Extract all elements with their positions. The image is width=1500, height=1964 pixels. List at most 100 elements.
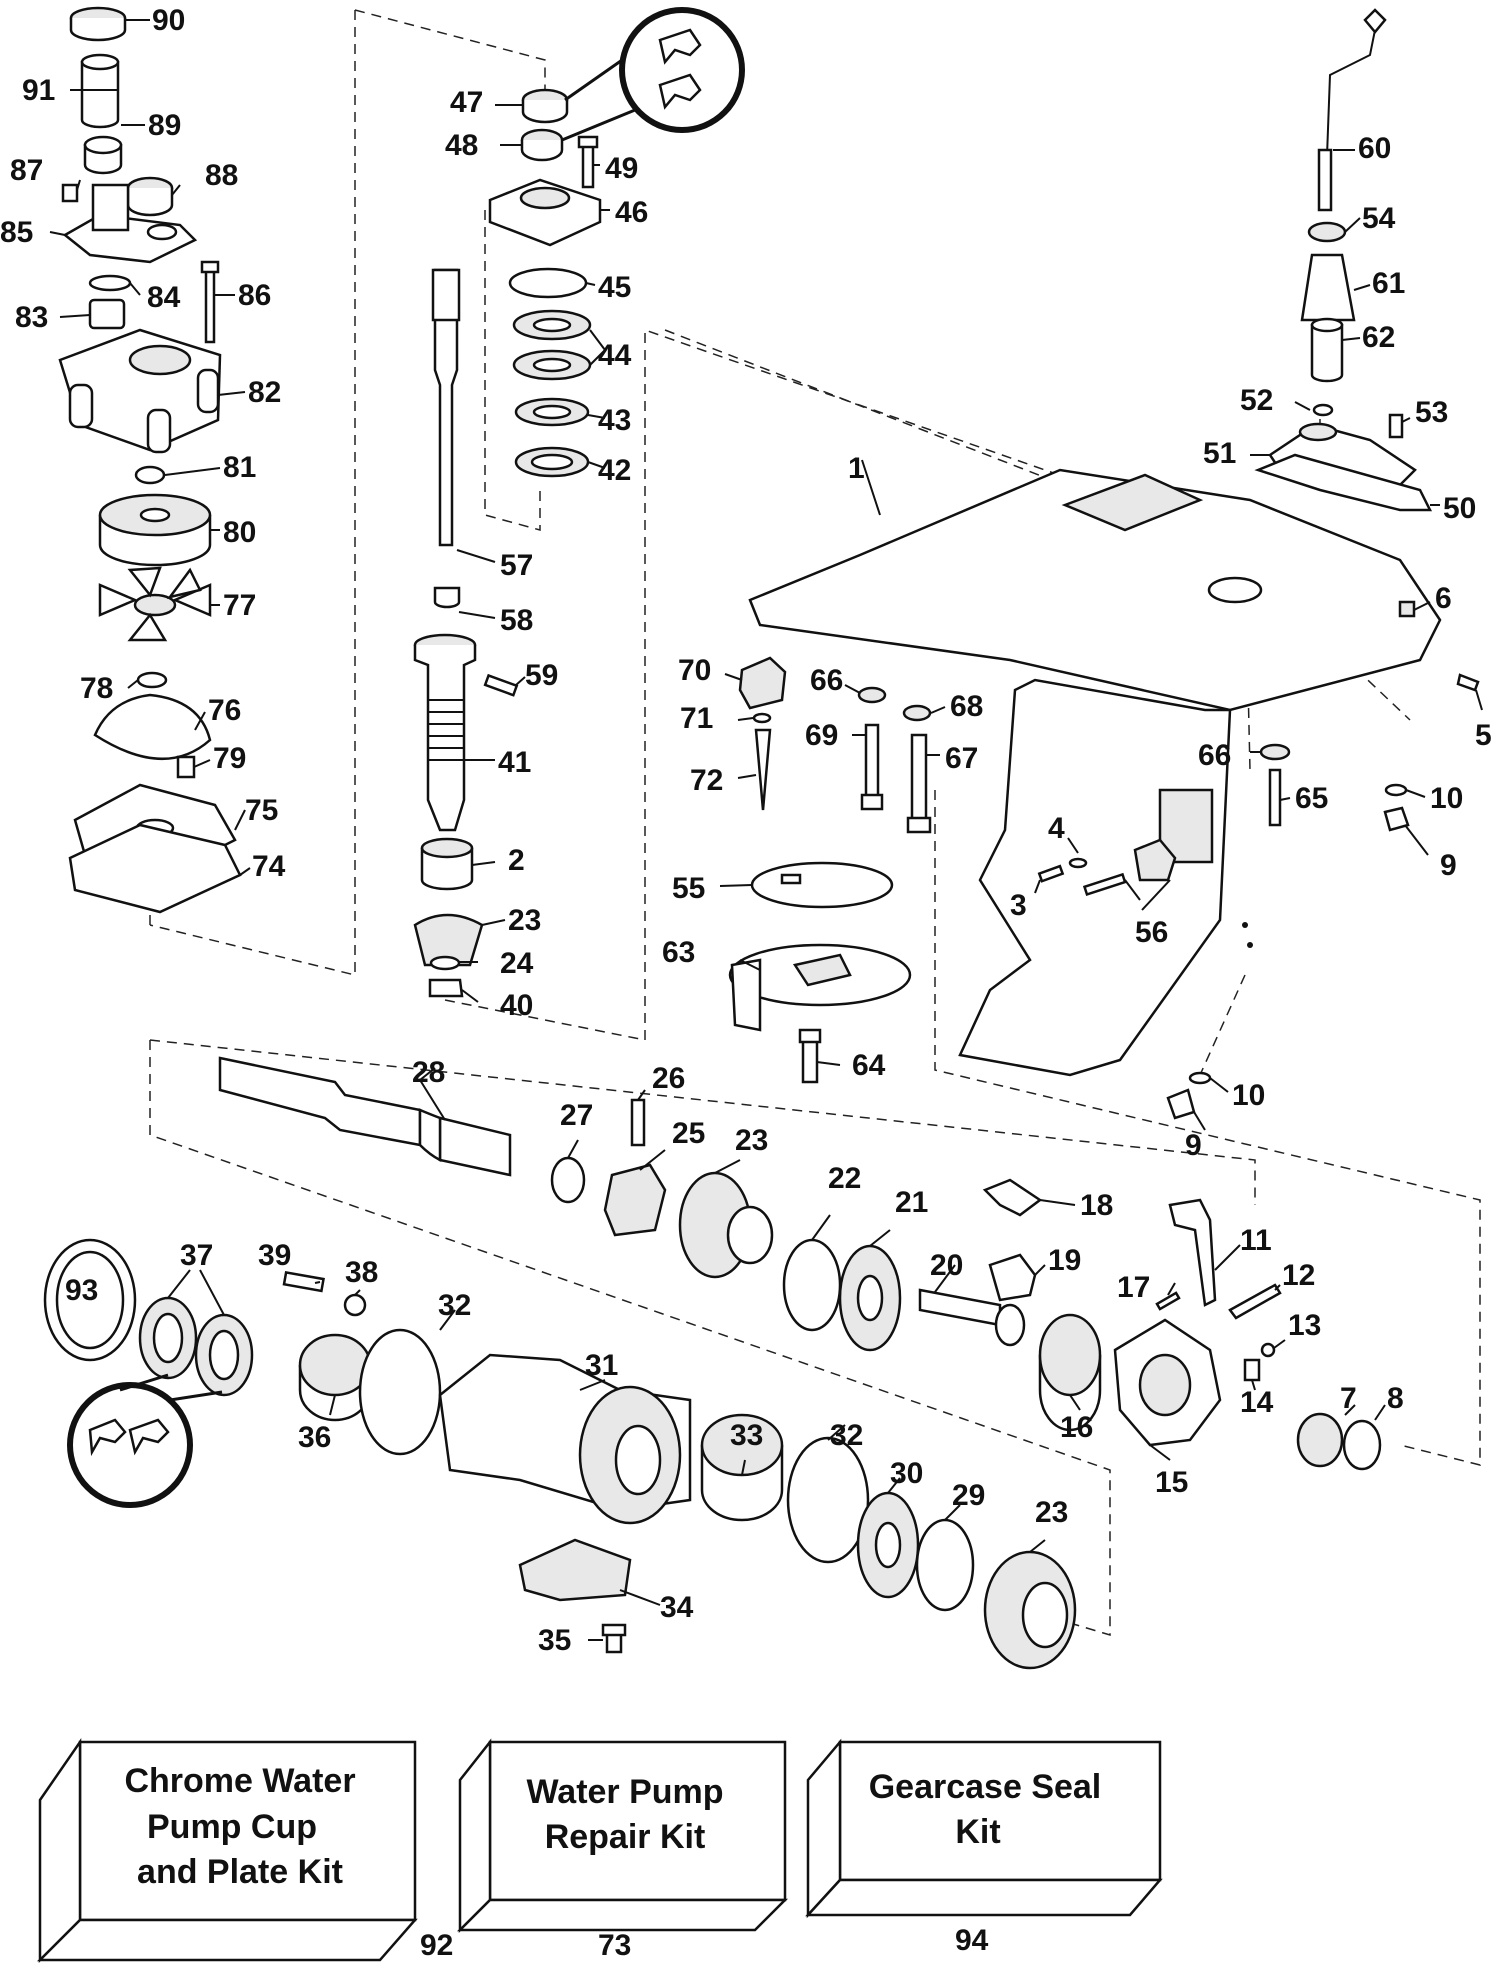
- part-59: [483, 673, 519, 697]
- part-4: [1068, 857, 1088, 869]
- callout: 69: [805, 719, 838, 752]
- callout: 84: [147, 281, 181, 314]
- callout: 26: [652, 1062, 685, 1095]
- part-72: [754, 728, 772, 811]
- part-27: [550, 1156, 586, 1204]
- callout: 50: [1443, 492, 1476, 525]
- part-67: [910, 733, 928, 822]
- callout: 23: [1035, 1496, 1068, 1529]
- callout: 28: [412, 1056, 445, 1089]
- callout: 57: [500, 549, 533, 582]
- callout: 56: [1135, 916, 1168, 949]
- kit-line: Repair Kit: [545, 1818, 706, 1856]
- callout: 59: [525, 659, 558, 692]
- shift-rod-parts: [1254, 8, 1433, 512]
- callout: 15: [1155, 1466, 1188, 1499]
- part-52: [1312, 403, 1334, 417]
- driveshaft-parts: [413, 88, 602, 998]
- part-87: [61, 183, 79, 203]
- callout: 23: [735, 1124, 768, 1157]
- part-38: [343, 1293, 367, 1317]
- callout: 70: [678, 654, 711, 687]
- callout: 45: [598, 271, 631, 304]
- callout: 74: [252, 850, 286, 883]
- part-39: [282, 1271, 325, 1293]
- part-34: [518, 1538, 632, 1602]
- part-6: [1398, 600, 1416, 618]
- kit-line: and Plate Kit: [137, 1853, 343, 1891]
- callout: 14: [1240, 1386, 1274, 1419]
- callout: 18: [1080, 1189, 1113, 1222]
- callout: 8: [1387, 1382, 1404, 1415]
- callout: 4: [1048, 812, 1065, 845]
- part-28: [218, 1056, 422, 1147]
- callout: 30: [890, 1457, 923, 1490]
- part-58: [433, 586, 461, 609]
- part-66: [1259, 743, 1291, 761]
- callout: 32: [830, 1419, 863, 1452]
- callout: 27: [560, 1099, 593, 1132]
- part-65: [1268, 768, 1282, 827]
- callout: 64: [852, 1049, 886, 1082]
- part-2: [420, 848, 474, 891]
- callout: 36: [298, 1421, 331, 1454]
- callout: 51: [1203, 437, 1236, 470]
- part-76: [93, 693, 212, 760]
- callout: 46: [615, 196, 648, 229]
- callout: 55: [672, 872, 705, 905]
- callout: 29: [952, 1479, 985, 1512]
- callout: 9: [1185, 1129, 1202, 1162]
- water-pump-parts: [58, 6, 242, 914]
- part-69: [864, 723, 880, 802]
- part-1: [748, 468, 1442, 712]
- kit-number: 94: [955, 1924, 989, 1957]
- callout: 39: [258, 1239, 291, 1272]
- part-62: [1310, 323, 1344, 383]
- part-66: [857, 686, 887, 704]
- part-8: [1342, 1419, 1382, 1471]
- part-60: [1363, 8, 1387, 34]
- callout: 63: [662, 936, 695, 969]
- part-81: [134, 465, 166, 485]
- callout: 21: [895, 1186, 928, 1219]
- callout: 7: [1340, 1382, 1357, 1415]
- part-46: [488, 178, 602, 247]
- callout: 23: [508, 904, 541, 937]
- part-78: [136, 671, 168, 689]
- callout: 2: [508, 844, 525, 877]
- callout: 3: [1010, 889, 1027, 922]
- part-26: [630, 1098, 646, 1147]
- callout: 34: [660, 1591, 694, 1624]
- callout: 13: [1288, 1309, 1321, 1342]
- callout: 6: [1435, 582, 1452, 615]
- callout: 62: [1362, 321, 1395, 354]
- part-7: [1296, 1412, 1344, 1468]
- kit-box-gearcase-seal: Gearcase Seal Kit 94: [805, 1738, 1163, 1957]
- part-14: [1243, 1358, 1261, 1382]
- callout: 40: [500, 989, 533, 1022]
- part-54: [1307, 221, 1347, 243]
- callout: 25: [672, 1117, 705, 1150]
- part-23: [413, 913, 484, 967]
- part-10: [1384, 783, 1408, 797]
- callout: 48: [445, 129, 478, 162]
- gear-housing: [748, 468, 1442, 1077]
- callout: 67: [945, 742, 978, 775]
- part-11: [1168, 1198, 1217, 1307]
- part-71: [752, 712, 772, 724]
- callout: 16: [1060, 1411, 1093, 1444]
- part-77: [98, 566, 212, 642]
- callout: 5: [1475, 719, 1492, 752]
- callout: 60: [1358, 132, 1391, 165]
- part-91: [80, 60, 120, 129]
- callout: 31: [585, 1349, 618, 1382]
- callout: 33: [730, 1419, 763, 1452]
- callout: 91: [22, 74, 55, 107]
- callout: 37: [180, 1239, 213, 1272]
- callout: 82: [248, 376, 281, 409]
- callout: 77: [223, 589, 256, 622]
- callout: 66: [810, 664, 843, 697]
- part-20: [918, 1288, 1002, 1327]
- callout: 75: [245, 794, 278, 827]
